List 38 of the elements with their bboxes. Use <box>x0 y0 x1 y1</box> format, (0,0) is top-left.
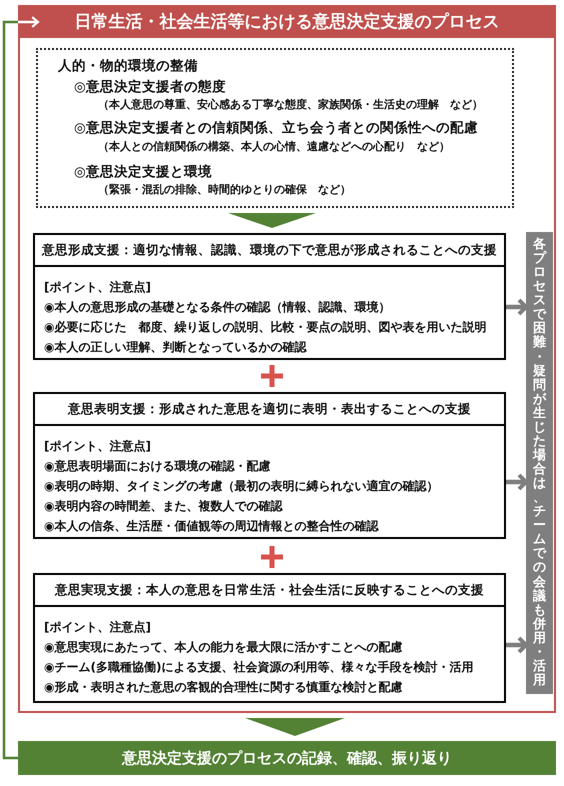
process-frame <box>18 5 556 713</box>
box-heading: 意思実現支援：本人の意思を日常生活・社会生活に反映することへの支援 <box>35 575 504 607</box>
support-box <box>33 392 506 539</box>
arrow <box>506 636 528 654</box>
bullet-item: ◉意思実現にあたって、本人の能力を最大限に活かすことへの配慮 <box>44 639 404 656</box>
arrow <box>506 298 528 316</box>
item-note: （本人との信頼関係の構築、本人の心情、遠慮などへの心配り など） <box>98 139 450 155</box>
bullet-item: ◉チーム(多職種協働)による支援、社会資源の利用等、様々な手段を検討・活用 <box>44 659 474 676</box>
item-note: （緊張・混乱の排除、時間的ゆとりの確保 など） <box>98 182 351 198</box>
process-title: 日常生活・社会生活等における意思決定支援のプロセス <box>74 12 500 32</box>
box-heading: 意思形成支援：適切な情報、認識、環境の下で意思が形成されることへの支援 <box>35 235 504 267</box>
bullet-item: ◉本人の信条、生活歴・価値観等の周辺情報との整合性の確認 <box>44 518 380 535</box>
dotted-box <box>36 48 514 208</box>
bullet-item: ◉意思表明場面における環境の確認・配慮 <box>44 458 272 475</box>
bullet-item: ◎意思決定支援者の態度 <box>74 78 226 96</box>
bullet-item: ◉必要に応じた 都度、繰り返しの説明、比較・要点の説明、図や表を用いた説明 <box>44 319 488 336</box>
side-panel <box>526 232 553 694</box>
points-heading: [ポイント、注意点] <box>44 619 152 636</box>
bullet-item: ◉本人の意思形成の基礎となる条件の確認（情報、認識、環境） <box>44 299 392 316</box>
down-arrow <box>228 213 316 228</box>
points-heading: [ポイント、注意点] <box>44 438 152 455</box>
support-box <box>33 233 506 360</box>
bullet-item: ◉本人の正しい理解、判断となっているかの確認 <box>44 339 308 356</box>
down-arrow <box>245 718 345 736</box>
bullet-item: ◎意思決定支援者との信頼関係、立ち会う者との関係性への配慮 <box>74 119 478 137</box>
feedback-arrow <box>2 16 40 760</box>
points-heading: [ポイント、注意点] <box>44 279 152 296</box>
section-heading: 人的・物的環境の整備 <box>58 57 198 75</box>
bullet-item: ◎意思決定支援と環境 <box>74 163 212 181</box>
bullet-item: ◉形成・表明された意思の客観的合理性に関する慎重な検討と配慮 <box>44 679 404 696</box>
bullet-item: ◉表明の時期、タイミングの考慮（最初の表明に縛られない適宜の確認） <box>44 478 440 495</box>
arrow <box>506 473 528 491</box>
box-heading: 意思表明支援：形成された意思を適切に表明・表出することへの支援 <box>35 394 504 426</box>
record-banner: 意思決定支援のプロセスの記録、確認、振り返り <box>18 741 556 775</box>
side-note: 各プロセスで困難・疑問が生じた場合は、チームでの会議も併用・活用 <box>533 238 546 688</box>
bullet-item: ◉表明内容の時間差、また、複数人での確認 <box>44 498 284 515</box>
support-box <box>33 573 506 703</box>
item-note: （本人意思の尊重、安心感ある丁寧な態度、家族関係・生活史の理解 など） <box>98 97 483 113</box>
